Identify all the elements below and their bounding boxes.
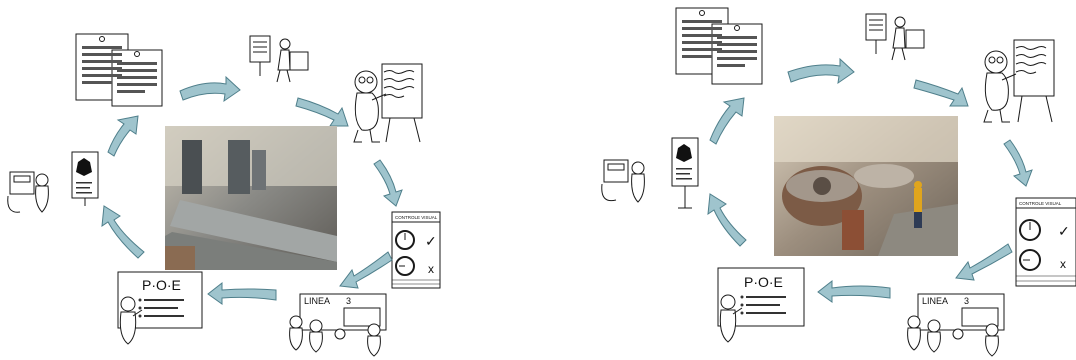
cycle-diagram-right-svg: CONTROLE VISUAL ✓ x LINEA 3 P·O·E <box>601 7 1076 357</box>
cycle-diagram-left: CONTROLE VISUAL ✓ x LINEA 3 P·O·E <box>7 33 441 357</box>
poe-title-text: P·O·E <box>744 274 783 290</box>
cycle-arrow-2 <box>913 79 969 107</box>
cycle-arrow-5 <box>817 279 891 303</box>
check-mark-icon: ✓ <box>1058 223 1070 239</box>
cycle-arrow-5 <box>207 281 277 305</box>
cross-mark-icon: x <box>428 262 434 276</box>
check-mark-icon: ✓ <box>425 233 437 249</box>
poe-board-icon: P·O·E <box>117 271 203 345</box>
team-linea-board-icon: LINEA 3 <box>289 293 387 357</box>
check-header-text: CONTROLE VISUAL <box>395 215 438 220</box>
cycle-arrow-1 <box>787 57 855 85</box>
team-linea-board-icon: LINEA 3 <box>907 293 1005 357</box>
cycle-diagram-right: CONTROLE VISUAL ✓ x LINEA 3 P·O·E <box>538 0 1076 360</box>
check-header-text: CONTROLE VISUAL <box>1019 201 1062 206</box>
inspector-machine-icon <box>249 35 309 83</box>
cycle-arrow-6 <box>101 205 145 259</box>
checklist-sheet: CONTROLE VISUAL ✓ x <box>391 211 441 289</box>
cycle-arrow-6 <box>707 193 747 247</box>
poe-board-icon: P·O·E <box>717 267 805 343</box>
poe-title-text: P·O·E <box>142 277 181 293</box>
factory-photo-bottling-line <box>165 126 337 270</box>
cycle-arrow-3 <box>1003 139 1033 187</box>
cross-mark-icon: x <box>1060 257 1066 271</box>
cycle-arrow-4 <box>955 243 1013 281</box>
document-stack-icon <box>75 33 163 107</box>
linea-number-text: 3 <box>964 296 969 306</box>
linea-label-text: LINEA <box>922 296 948 306</box>
linea-label-text: LINEA <box>304 296 330 306</box>
factory-photo-tank-worker <box>774 116 958 256</box>
operator-signboard-icon <box>601 137 699 209</box>
operator-signboard-icon <box>7 151 99 213</box>
cycle-arrow-7 <box>709 97 745 145</box>
presenter-easel-icon <box>353 63 423 143</box>
document-stack-icon <box>675 7 763 85</box>
cycle-arrow-7 <box>107 115 139 157</box>
cycle-arrow-3 <box>373 159 403 207</box>
inspector-machine-icon <box>865 13 925 61</box>
cycle-arrow-1 <box>179 75 241 103</box>
cycle-arrow-4 <box>339 251 393 289</box>
linea-number-text: 3 <box>346 296 351 306</box>
presenter-easel-icon <box>983 39 1055 123</box>
cycle-diagram-left-svg: CONTROLE VISUAL ✓ x LINEA 3 P·O·E <box>7 33 441 357</box>
checklist-sheet: CONTROLE VISUAL ✓ x <box>1015 197 1076 287</box>
cycle-arrow-2 <box>295 97 349 127</box>
